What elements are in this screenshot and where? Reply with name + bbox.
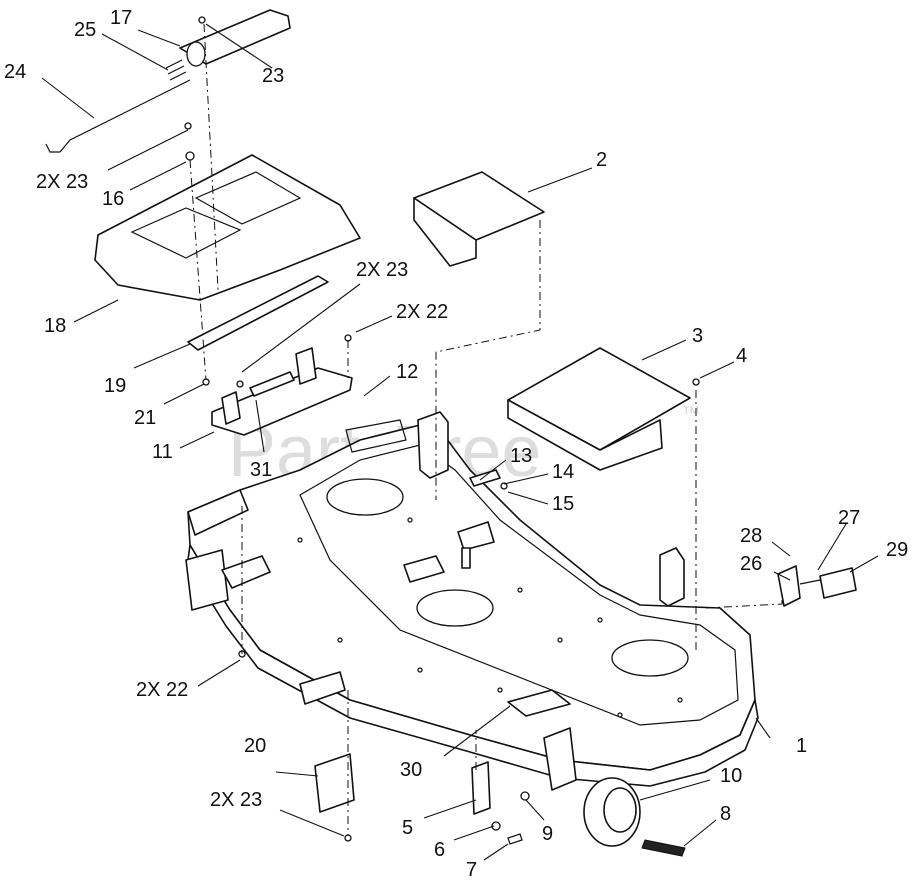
lift-assembly (45, 9, 291, 153)
callout-12: 12 (396, 361, 418, 383)
spindle-hole-left (326, 478, 404, 516)
mower-deck (185, 411, 759, 787)
callout-5: 5 (402, 817, 413, 839)
callout-29: 29 (886, 539, 908, 561)
callout-2x22-bottom: 2X 22 (136, 679, 188, 701)
callout-4: 4 (736, 345, 747, 367)
callout-8: 8 (720, 803, 731, 825)
callout-2x22-top: 2X 22 (396, 301, 448, 323)
callout-20: 20 (244, 735, 266, 757)
spindle-hole-right (611, 639, 689, 677)
callout-11: 11 (152, 441, 173, 463)
callout-7: 7 (466, 859, 477, 881)
callout-2: 2 (596, 149, 607, 171)
callout-25: 25 (74, 19, 96, 41)
callout-10: 10 (720, 765, 742, 787)
gauge-wheel (543, 727, 686, 857)
callout-2x23-top: 2X 23 (36, 171, 88, 193)
callout-13: 13 (510, 445, 532, 467)
cover-3 (507, 347, 691, 471)
callout-21: 21 (134, 407, 156, 429)
callout-24: 24 (4, 61, 26, 83)
callout-3: 3 (692, 325, 703, 347)
callout-2x23-mid: 2X 23 (356, 259, 408, 281)
callout-30: 30 (400, 759, 422, 781)
callout-27: 27 (838, 507, 860, 529)
callout-31: 31 (250, 459, 272, 481)
alignment-lines (189, 23, 783, 836)
hitch-plate (211, 347, 353, 436)
callout-23: 23 (262, 65, 284, 87)
callout-1: 1 (796, 735, 807, 757)
spindle-hole-center (416, 589, 494, 627)
callout-18: 18 (44, 315, 66, 337)
callout-19: 19 (104, 375, 126, 397)
callout-15: 15 (552, 493, 574, 515)
callout-16: 16 (102, 188, 124, 210)
callout-17: 17 (110, 7, 132, 29)
callout-6: 6 (434, 839, 445, 861)
leader-lines (41, 23, 879, 861)
belt-cover (94, 154, 361, 351)
callout-26: 26 (740, 553, 762, 575)
callout-2x23-bottom: 2X 23 (210, 789, 262, 811)
watermark-trademark: TM (683, 405, 699, 417)
callout-28: 28 (740, 525, 762, 547)
hardware (184, 16, 857, 845)
cover-2 (413, 171, 545, 267)
callout-14: 14 (552, 461, 574, 483)
callout-9: 9 (542, 823, 553, 845)
callout-labels: 17 25 24 23 2X 23 16 18 19 21 11 31 2X 2… (4, 7, 908, 881)
